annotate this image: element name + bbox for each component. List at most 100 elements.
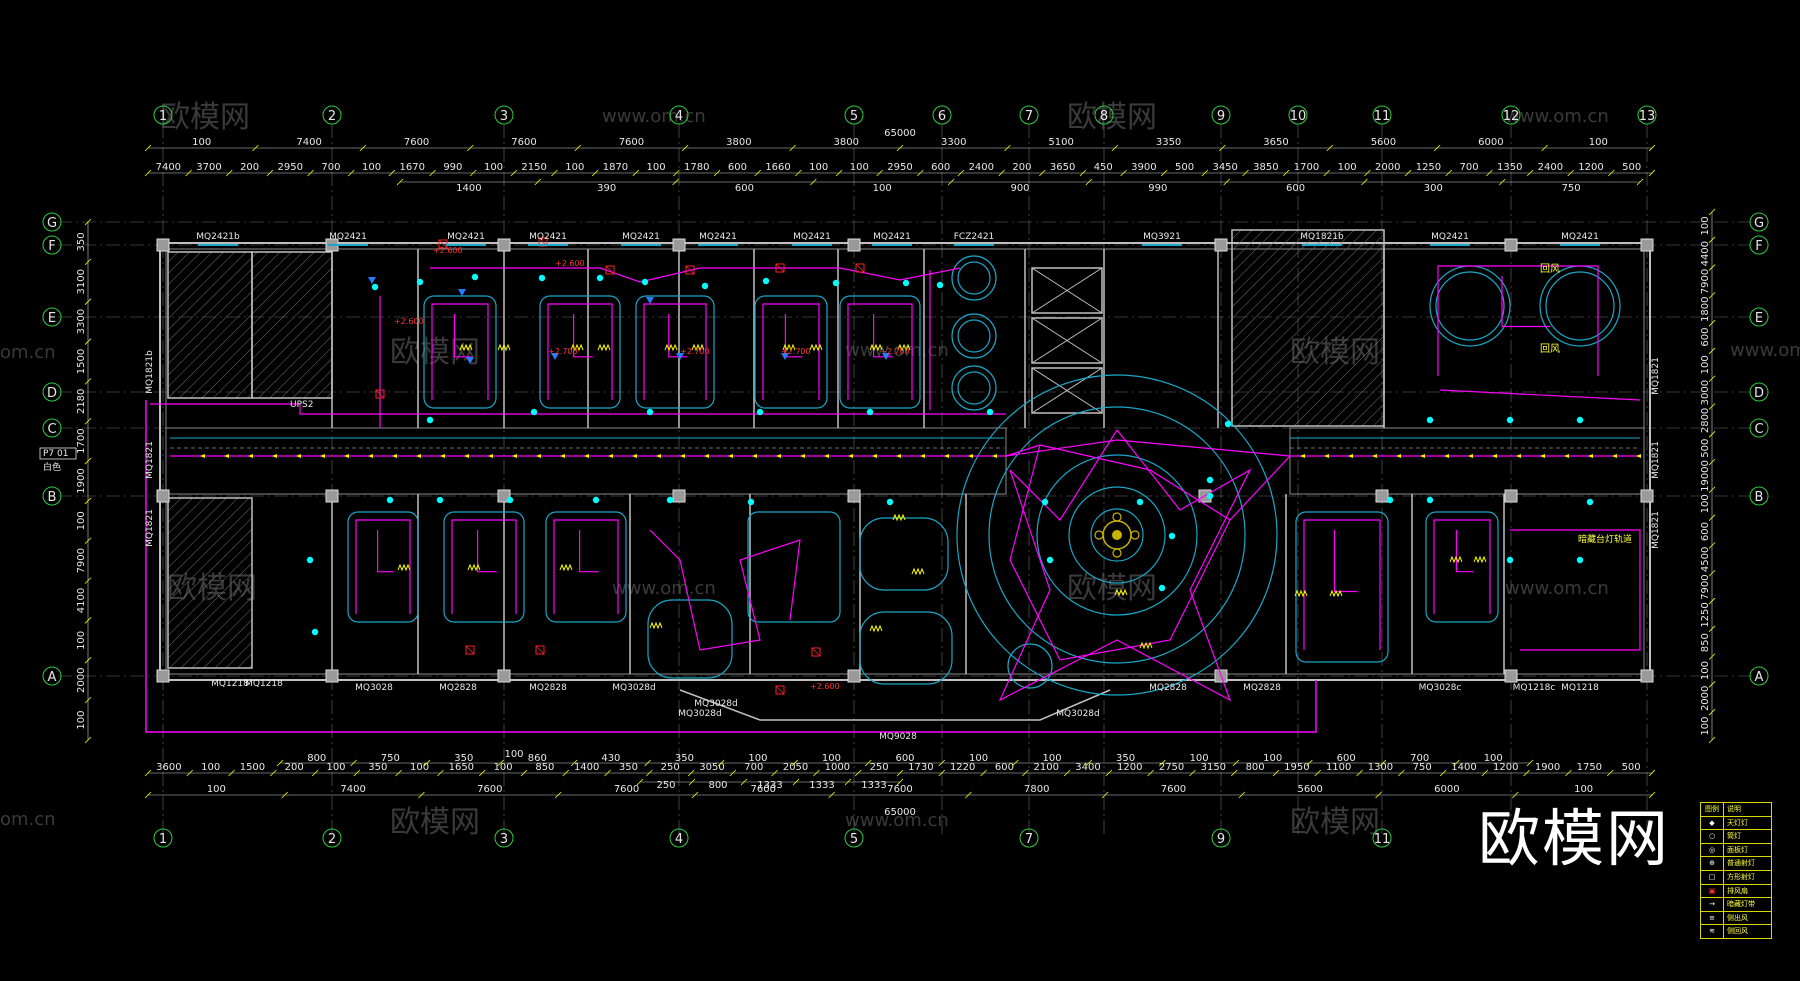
grid-bubble — [1749, 307, 1769, 327]
linear-diffuser — [892, 513, 906, 522]
legend-symbol: ▣ — [1701, 884, 1724, 898]
led-strip-arrow — [704, 454, 709, 458]
curved-facade — [679, 689, 1111, 721]
dimension-tick — [84, 298, 92, 305]
dimension-tick — [957, 169, 965, 177]
dimension-tick — [810, 178, 817, 186]
downlight-fixture — [471, 273, 479, 281]
grid-bubble-label: 3 — [500, 109, 508, 124]
watermark-brand: 欧模网 — [390, 805, 480, 840]
dimension-value: 100 — [1574, 784, 1593, 795]
dimension-tick — [1565, 769, 1572, 777]
dimension-tick — [1567, 169, 1574, 177]
stair-hatch — [251, 251, 333, 399]
dimension-value: 100 — [850, 162, 869, 173]
dimension-value: 350 — [368, 762, 387, 773]
downlight-fixture — [1046, 556, 1054, 564]
legend-symbol: ≋ — [1701, 925, 1724, 938]
led-strip-arrow — [824, 454, 829, 458]
door-tag: MQ1821b — [1300, 232, 1344, 242]
dimension-value: 6000 — [1478, 137, 1503, 148]
lighting-circuits — [150, 265, 1641, 702]
dimension-value: 3050 — [699, 762, 724, 773]
ceiling-recess — [423, 295, 497, 409]
dimension-value: 7900 — [1700, 574, 1711, 599]
grid-bubble-label: 9 — [1217, 109, 1225, 124]
dimension-value: 7400 — [340, 784, 365, 795]
legend-row: ◎面板灯 — [1701, 843, 1771, 858]
grid-bubble — [1749, 666, 1769, 686]
exhaust-fan-cross — [855, 263, 865, 273]
door-tag: MQ1821 — [145, 509, 155, 547]
dimension-value: 100 — [1043, 753, 1062, 764]
dimension-tick — [917, 169, 924, 177]
dimension-tick — [1708, 597, 1716, 605]
dimension-tick — [266, 169, 274, 177]
dimension-value: 7400 — [156, 162, 181, 173]
dimension-tick — [144, 791, 152, 799]
lighting-circuit — [377, 530, 394, 573]
dimension-value: 19000 — [1700, 460, 1711, 492]
legend-header: 图例 说明 — [1701, 803, 1771, 817]
dimension-tick — [844, 778, 852, 786]
dimension-tick — [84, 537, 92, 545]
dimension-value: 100 — [1338, 162, 1357, 173]
dimension-tick — [307, 169, 314, 177]
dimension-tick — [636, 778, 644, 786]
dimension-tick — [792, 778, 800, 786]
dimension-tick — [673, 169, 680, 177]
grid-bubble — [1372, 828, 1392, 848]
return-air-note: 回风 — [1540, 263, 1560, 275]
door-tag: MQ2421 — [529, 232, 567, 242]
downlight-fixture — [592, 496, 600, 504]
dimension-tick — [854, 769, 862, 777]
linear-diffuser — [1449, 555, 1463, 564]
spot-light-fixture — [551, 353, 559, 360]
grid-bubble — [1749, 382, 1769, 402]
dimension-tick — [591, 169, 599, 177]
door-tag: MQ2421 — [447, 232, 485, 242]
dimension-value: 1400 — [1451, 762, 1476, 773]
dimension-tick — [574, 144, 581, 152]
dimension-value: 500 — [1622, 762, 1641, 773]
watermark-brand: 欧模网 — [1067, 100, 1157, 135]
led-strip-arrow — [416, 454, 421, 458]
legend-text: 侧出风 — [1727, 913, 1748, 922]
downlight-fixture — [538, 274, 546, 282]
dimension-value: 350 — [454, 753, 473, 764]
lighting-circuit — [477, 530, 497, 573]
dimension-tick — [497, 759, 504, 767]
linear-diffuser — [559, 563, 573, 572]
dimension-value: 7900 — [76, 548, 87, 573]
elevator-shaft — [1031, 267, 1103, 314]
dimension-tick — [551, 169, 558, 177]
exhaust-fan — [535, 645, 545, 655]
watermark-url: www.om.cn — [1505, 578, 1609, 599]
dimension-value: 1900 — [76, 468, 87, 493]
grid-bubble-label: 11 — [1374, 832, 1391, 847]
dimension-value: 3150 — [1201, 762, 1226, 773]
grid-bubble — [1019, 828, 1039, 848]
ceiling-recess — [347, 511, 419, 623]
dimension-value: 2950 — [887, 162, 912, 173]
dimension-value: 100 — [1589, 137, 1608, 148]
dimension-value: 1200 — [1117, 762, 1142, 773]
downlight-fixture — [646, 408, 654, 416]
exhaust-fan-cross — [605, 265, 615, 275]
dimension-value: 390 — [597, 183, 616, 194]
dimension-value: 600 — [1337, 753, 1356, 764]
downlight-fixture — [1158, 584, 1166, 592]
door-tag: MQ3028d — [612, 683, 655, 693]
led-strip-arrow — [752, 454, 757, 458]
led-strip-arrow — [896, 454, 901, 458]
dimension-tick — [1708, 625, 1716, 633]
door-tag: MQ1821b — [145, 350, 155, 394]
dimension-tick — [276, 759, 284, 767]
dimension-tick — [84, 457, 92, 465]
downlight-fixture — [1206, 492, 1214, 500]
dimension-tick — [1608, 169, 1615, 177]
dimension-tick — [311, 769, 319, 777]
dimension-value: 250 — [870, 762, 889, 773]
grid-bubble-label: 8 — [1100, 109, 1108, 124]
dimension-value: 100 — [969, 753, 988, 764]
